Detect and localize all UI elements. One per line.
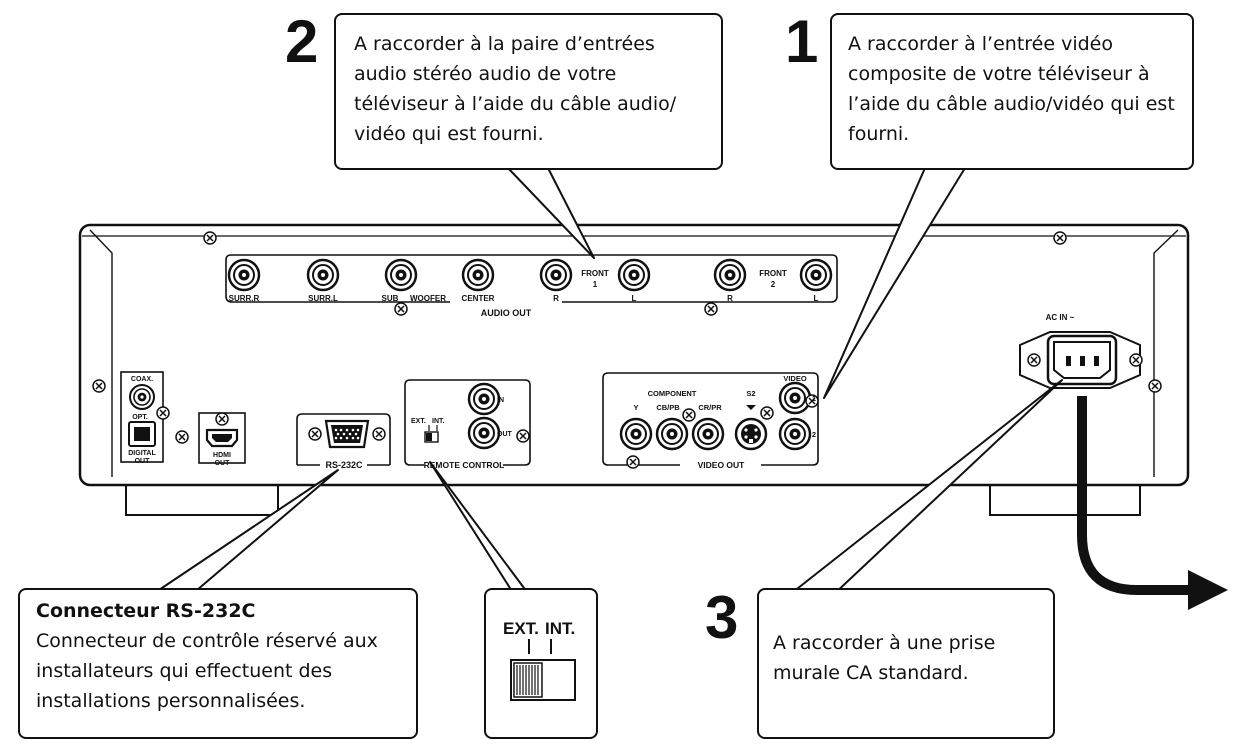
right-foot — [989, 482, 1141, 516]
rs232c-callout-text: Connecteur de contrôle réservé aux insta… — [36, 630, 378, 712]
switch-ext-label: EXT. — [503, 619, 539, 638]
video-label: VIDEO — [783, 374, 807, 383]
opt-label: OPT. — [132, 414, 148, 421]
hdmi-section: HDMI OUT — [198, 412, 246, 467]
audio-out-section: SURR.R SURR.L SUB WOOFER CENTER R L R L … — [225, 254, 838, 318]
component-y-jack[interactable] — [619, 417, 653, 451]
front1-r-jack[interactable] — [539, 258, 573, 292]
switch-callout-box: EXT. INT. — [484, 588, 598, 739]
coax-jack[interactable] — [128, 383, 156, 411]
callout-1-box: A raccorder à l’entrée vidéo composite d… — [830, 13, 1194, 170]
remote-out-jack[interactable] — [467, 416, 501, 450]
video-out-section: COMPONENT Y CB/PB CR/PR S2 VIDEO 1 2 VID… — [602, 372, 819, 470]
surr-r-jack[interactable] — [227, 258, 261, 292]
front1-label: FRONT — [581, 269, 609, 278]
cb-label: CB/PB — [656, 403, 680, 412]
component-cr-jack[interactable] — [691, 417, 725, 451]
woofer-label: WOOFER — [410, 294, 446, 303]
front2-l-jack[interactable] — [799, 258, 833, 292]
front2-number: 2 — [771, 280, 776, 289]
front2-r-jack[interactable] — [713, 258, 747, 292]
component-cb-jack[interactable] — [655, 417, 689, 451]
rs232c-section: RS-232C — [296, 413, 391, 470]
rs232c-label: RS-232C — [325, 460, 363, 470]
coax-label: COAX. — [131, 376, 153, 383]
cr-label: CR/PR — [698, 403, 722, 412]
callout-3-box: A raccorder à une prise murale CA standa… — [757, 588, 1055, 739]
front1-r-label: R — [553, 294, 559, 303]
remote-control-section: EXT. INT. IN OUT REMOTE CONTROL — [404, 379, 531, 470]
component-label: COMPONENT — [648, 389, 697, 398]
front2-label: FRONT — [759, 269, 787, 278]
video1-label: 1 — [812, 394, 816, 403]
remote-control-label: REMOTE CONTROL — [424, 460, 505, 470]
ac-inlet-section: AC IN ~ — [1019, 313, 1143, 389]
audio-out-label: AUDIO OUT — [481, 308, 532, 318]
rs232c-callout-box: Connecteur RS-232C Connecteur de contrôl… — [18, 588, 418, 739]
step-number-1: 1 — [785, 8, 819, 75]
power-cord-arrow-icon — [1188, 570, 1228, 610]
remote-int-label: INT. — [432, 418, 445, 425]
step-number-2: 2 — [285, 8, 319, 75]
callout-pointers — [149, 167, 1063, 597]
remote-ext-label: EXT. — [411, 418, 426, 425]
power-cord — [1077, 396, 1228, 610]
digital-out-label: OUT — [135, 458, 151, 465]
s2-label: S2 — [746, 389, 755, 398]
rs232c-callout-title: Connecteur RS-232C — [36, 600, 256, 622]
video2-jack[interactable] — [778, 417, 812, 451]
hdmi-out-label: OUT — [215, 460, 231, 467]
front2-r-label: R — [727, 294, 733, 303]
hdmi-label: HDMI — [213, 452, 231, 459]
surr-l-label: SURR.L — [308, 294, 338, 303]
front1-l-jack[interactable] — [617, 258, 651, 292]
front1-l-label: L — [632, 294, 637, 303]
remote-in-jack[interactable] — [467, 382, 501, 416]
center-label: CENTER — [462, 294, 495, 303]
callout-1-text: A raccorder à l’entrée vidéo composite d… — [848, 33, 1175, 145]
ext-int-switch-detail: EXT. INT. — [503, 619, 576, 701]
video1-jack[interactable] — [778, 381, 812, 415]
center-jack[interactable] — [461, 258, 495, 292]
left-foot — [125, 482, 279, 516]
front1-number: 1 — [593, 280, 598, 289]
digital-out-section: COAX. OPT. DIGITAL OUT — [120, 371, 189, 465]
video2-label: 2 — [812, 430, 816, 439]
digital-label: DIGITAL — [128, 450, 156, 457]
surr-r-label: SURR.R — [229, 294, 260, 303]
subwoofer-jack[interactable] — [384, 258, 418, 292]
surr-l-jack[interactable] — [306, 258, 340, 292]
sub-label: SUB — [382, 294, 399, 303]
switch-int-label: INT. — [545, 619, 575, 638]
step-number-3: 3 — [705, 584, 739, 651]
front2-l-label: L — [814, 294, 819, 303]
ac-in-label: AC IN ~ — [1046, 313, 1075, 322]
remote-in-label: IN — [497, 397, 504, 404]
s-video-jack[interactable] — [734, 417, 768, 451]
callout-2-box: A raccorder à la paire d’entrées audio s… — [334, 13, 723, 170]
video-out-label: VIDEO OUT — [698, 460, 746, 470]
callout-2-text: A raccorder à la paire d’entrées audio s… — [354, 33, 677, 145]
remote-out-label: OUT — [497, 431, 513, 438]
y-label: Y — [633, 403, 638, 412]
callout-3-text: A raccorder à une prise murale CA standa… — [773, 632, 996, 684]
